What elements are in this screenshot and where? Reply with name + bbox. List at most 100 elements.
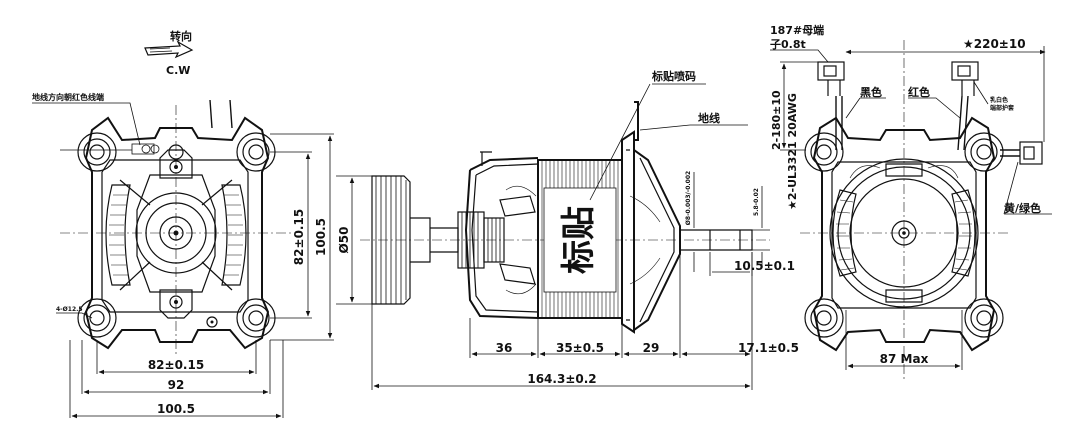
rear-wire-yellow-green xyxy=(1000,149,1020,157)
front-screw-bottom xyxy=(159,289,193,319)
side-rear-shaft-steps xyxy=(709,230,741,250)
front-bearing xyxy=(159,216,193,250)
hole-callout-leader xyxy=(56,312,93,319)
rear-coil-right xyxy=(951,189,976,277)
label-marking: 标贴喷码 xyxy=(651,69,696,83)
side-rear-bracket xyxy=(633,149,681,331)
wire-red: 红色 xyxy=(908,85,930,99)
rear-shaft xyxy=(898,227,910,239)
rotation-direction: C.W xyxy=(166,64,190,77)
dim-bottom-inner: 82±0.15 xyxy=(148,358,204,372)
rear-rotor xyxy=(849,178,959,288)
side-dim-flat-line xyxy=(752,186,770,266)
side-rear-wires xyxy=(629,195,661,285)
front-dim-right-extension xyxy=(270,133,334,341)
front-lead-wires xyxy=(209,99,233,129)
front-shaft-center xyxy=(173,230,179,236)
terminal-note-leader xyxy=(770,49,829,63)
rear-mount-hole-br xyxy=(964,298,1004,338)
terminal-red-icon xyxy=(951,61,979,96)
dim-width: 87 Max xyxy=(880,352,929,366)
rear-housing-outer xyxy=(829,158,979,308)
label-ground-leader xyxy=(639,124,748,131)
front-shaft xyxy=(168,225,184,241)
side-bracket-tab-top xyxy=(480,151,492,166)
connector-note-1: 乳白色 xyxy=(990,96,1008,104)
rear-bearing xyxy=(891,220,917,246)
dim-bottom-outer: 100.5 xyxy=(157,402,195,416)
dim-right-inner: 82±0.15 xyxy=(292,209,306,265)
rear-shaft-center xyxy=(902,231,906,235)
wire-red-leader xyxy=(908,97,961,119)
side-rear-bracket-inner xyxy=(639,157,675,323)
dim-wire-length: 2-180±10 xyxy=(770,90,783,150)
wire-black: 黑色 xyxy=(860,85,882,99)
rear-mount-hole-bl xyxy=(804,298,844,338)
wire-spec: ★2-UL3321 20AWG xyxy=(786,93,799,210)
dim-total: 164.3±0.2 xyxy=(527,372,596,386)
rear-wire-red xyxy=(957,95,969,151)
rear-mount-hole-tl xyxy=(804,132,844,172)
dim-seg-3: 29 xyxy=(643,341,660,355)
ground-note: 地线方向朝红色线端 xyxy=(32,92,104,102)
front-dim-extension-lines xyxy=(69,340,284,418)
rear-mount-hole-tr xyxy=(964,132,1004,172)
wire-yellow-green: 黄/绿色 xyxy=(1004,201,1041,215)
front-rotor-mid xyxy=(145,202,207,264)
dim-bottom-mid: 92 xyxy=(168,378,185,392)
rear-dim-wire-extension xyxy=(780,61,818,151)
connector-note-2: 端部护套 xyxy=(990,104,1014,112)
front-ground-screw-icon xyxy=(206,316,218,328)
rear-housing-inner xyxy=(837,166,971,300)
terminal-note-1: 187#母端 xyxy=(770,23,824,37)
front-coil-left xyxy=(105,184,131,286)
wire-black-leader xyxy=(845,97,886,119)
dim-seg-4: 17.1±0.5 xyxy=(738,341,799,355)
dim-seg-2: 35±0.5 xyxy=(556,341,604,355)
front-rotor-outer xyxy=(135,192,217,274)
dim-shaft-flat: 5.8-0.02 xyxy=(753,188,760,216)
front-mount-hole-br xyxy=(236,298,276,338)
hole-callout: 4-Ø12.5 xyxy=(56,306,83,313)
rear-view: 187#母端 子0.8t ★220±10 黑色 红色 乳白色 端部护套 2-18… xyxy=(770,23,1052,380)
side-stator: 标贴 xyxy=(537,159,623,319)
terminal-black-icon xyxy=(817,61,845,96)
rotation-arrow-icon xyxy=(144,40,194,59)
side-dim-fan-extension xyxy=(336,175,372,305)
sticker-text: 标贴 xyxy=(559,206,599,274)
side-end-plate-detail xyxy=(626,149,630,321)
rear-inner-wires xyxy=(849,165,959,179)
side-brush-springs xyxy=(505,185,537,295)
dim-seg-1: 36 xyxy=(496,341,513,355)
terminal-yellow-green-icon xyxy=(1019,141,1043,165)
side-brush-holders xyxy=(499,195,536,285)
rear-coil-left xyxy=(832,189,857,277)
side-end-plate xyxy=(621,130,635,334)
side-terminal-post xyxy=(634,101,639,141)
side-commutator xyxy=(457,211,505,269)
rear-brush-tabs xyxy=(885,163,923,303)
rear-wire-black xyxy=(835,96,843,150)
front-view: 转向 C.W 地线方向朝红色线端 xyxy=(32,29,334,419)
dim-shaft-ext: 10.5±0.1 xyxy=(734,259,795,273)
label-marking-leader xyxy=(589,83,706,201)
connector-note-leader xyxy=(973,81,989,105)
front-screw-top xyxy=(159,144,193,179)
side-rear-shaft xyxy=(680,229,753,251)
front-mount-hole-tl xyxy=(77,132,117,172)
dim-lead-length: ★220±10 xyxy=(963,37,1026,51)
ground-note-leader xyxy=(32,102,141,146)
dim-shaft-dia: Ø8-0.003/-0.002 xyxy=(685,171,692,225)
dim-fan-dia: Ø50 xyxy=(337,227,351,254)
front-mount-hole-tr xyxy=(236,132,276,172)
rotation-arrow-hatch xyxy=(149,47,173,53)
side-front-bracket xyxy=(464,157,539,319)
front-mount-hole-bl xyxy=(77,298,117,338)
ground-terminal-icon xyxy=(60,143,160,155)
label-ground: 地线 xyxy=(698,111,720,125)
dim-right-outer: 100.5 xyxy=(314,218,328,256)
front-frame-inner xyxy=(101,159,249,313)
terminal-note-2: 子0.8t xyxy=(770,38,806,51)
rotation-label: 转向 xyxy=(170,29,192,43)
